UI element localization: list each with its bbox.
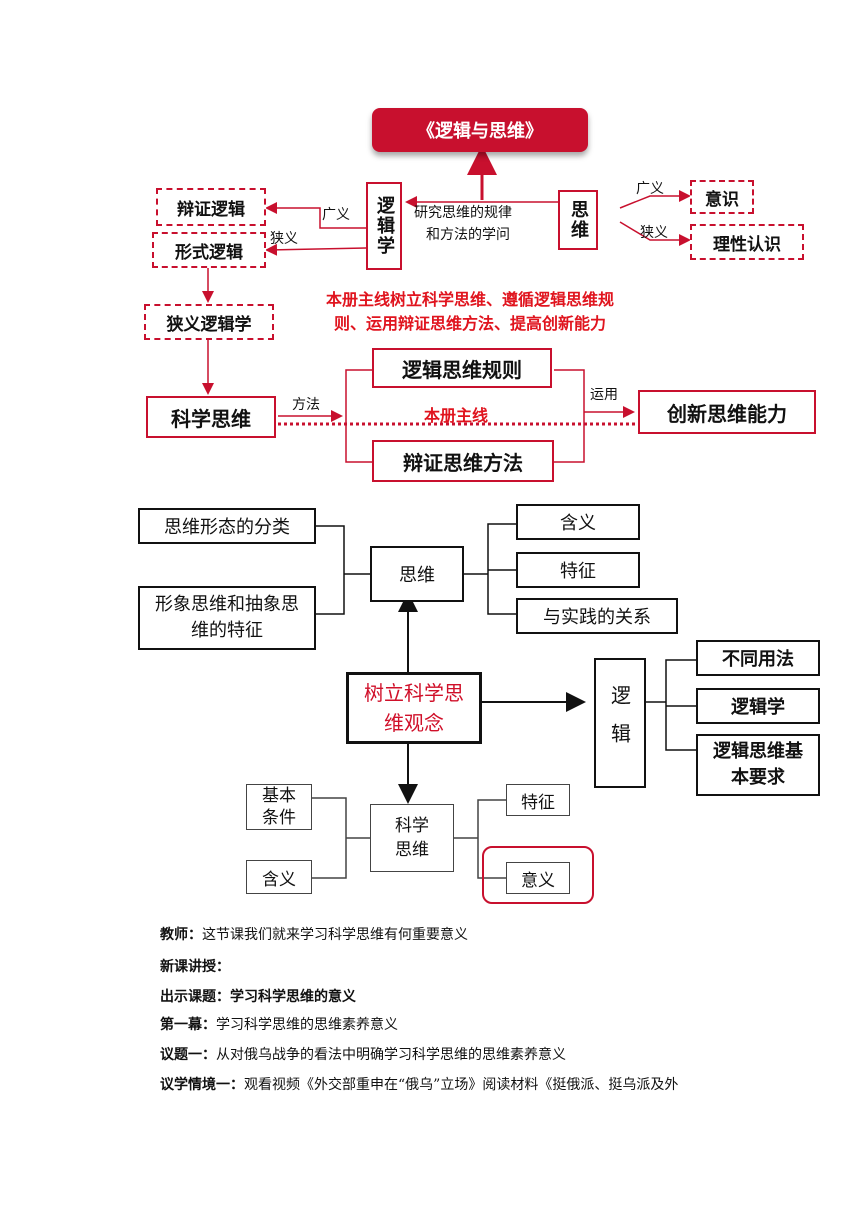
label-method: 方法	[292, 397, 320, 413]
dialectical-logic-box: 辩证逻辑	[156, 188, 266, 226]
logic-box: 逻辑	[594, 658, 646, 788]
logic-label: 逻辑	[607, 685, 632, 761]
diff-usage-box: 不同用法	[696, 640, 820, 676]
center-desc-2: 和方法的学问	[426, 227, 510, 243]
label-apply: 运用	[590, 387, 618, 403]
mainline-text-2: 则、运用辩证思维方法、提高创新能力	[334, 314, 607, 333]
label-narrow-right: 狭义	[640, 225, 668, 241]
classification-box: 思维形态的分类	[138, 508, 316, 544]
feature-box: 特征	[516, 552, 640, 588]
book-mainline-label: 本册主线	[424, 406, 489, 425]
teacher-text: 这节课我们就来学习科学思维有何重要意义	[202, 927, 468, 943]
logic-science-label: 逻辑学	[374, 196, 395, 256]
text-line-topic-one: 议题一：从对俄乌战争的看法中明确学习科学思维的思维素养意义	[160, 1044, 566, 1064]
topic-label: 出示课题：	[160, 989, 230, 1005]
meaning-left-box: 含义	[246, 860, 312, 894]
text-line-act-one: 第一幕：学习科学思维的思维素养意义	[160, 1014, 398, 1034]
scientific-thinking-box: 科学思维	[146, 396, 276, 438]
text-line-new-lesson: 新课讲授：	[160, 956, 230, 976]
logic-science-box: 逻辑学	[366, 182, 402, 270]
center-concept-box: 树立科学思维观念	[346, 672, 482, 744]
basic-conditions-box: 基本条件	[246, 784, 312, 830]
situation-one-label: 议学情境一：	[160, 1077, 244, 1093]
center-desc-1: 研究思维的规律	[414, 205, 512, 221]
new-lesson-label: 新课讲授：	[160, 959, 230, 975]
teacher-label: 教师：	[160, 927, 202, 943]
consciousness-box: 意识	[690, 180, 754, 214]
thinking-box: 思维	[370, 546, 464, 602]
text-line-topic: 出示课题：学习科学思维的意义	[160, 986, 356, 1006]
significance-box: 意义	[506, 862, 570, 894]
logic-rules-box: 逻辑思维规则	[372, 348, 552, 388]
thinking-label-top: 思维	[568, 200, 589, 240]
narrow-logic-box: 狭义逻辑学	[144, 304, 274, 340]
book-title-banner: 《逻辑与思维》	[372, 108, 588, 152]
mainline-text-1: 本册主线树立科学思维、遵循逻辑思维规	[326, 290, 615, 309]
topic-text: 学习科学思维的意义	[230, 989, 356, 1005]
label-broad-left: 广义	[322, 207, 350, 223]
feature-right-box: 特征	[506, 784, 570, 816]
practice-relation-box: 与实践的关系	[516, 598, 678, 634]
scientific-thinking-box-2: 科学思维	[370, 804, 454, 872]
diagram2-connectors	[312, 523, 696, 879]
topic-one-label: 议题一：	[160, 1047, 216, 1063]
text-line-situation-one: 议学情境一：观看视频《外交部重申在“俄乌”立场》阅读材料《挺俄派、挺乌派及外	[160, 1074, 678, 1094]
label-narrow-left: 狭义	[270, 231, 298, 247]
label-broad-right: 广义	[636, 181, 664, 197]
topic-one-text: 从对俄乌战争的看法中明确学习科学思维的思维素养意义	[216, 1047, 566, 1063]
act-one-label: 第一幕：	[160, 1017, 216, 1033]
thinking-box-top: 思维	[558, 190, 598, 250]
rational-cognition-box: 理性认识	[690, 224, 804, 260]
diagram1-connectors	[202, 145, 691, 463]
act-one-text: 学习科学思维的思维素养意义	[216, 1017, 398, 1033]
meaning-box: 含义	[516, 504, 640, 540]
text-line-teacher: 教师：这节课我们就来学习科学思维有何重要意义	[160, 924, 468, 944]
formal-logic-box: 形式逻辑	[152, 232, 266, 268]
innovation-ability-box: 创新思维能力	[638, 390, 816, 434]
logic-requirements-box: 逻辑思维基本要求	[696, 734, 820, 796]
situation-one-text: 观看视频《外交部重申在“俄乌”立场》阅读材料《挺俄派、挺乌派及外	[244, 1077, 679, 1093]
logic-science-box-2: 逻辑学	[696, 688, 820, 724]
dialectic-method-box: 辩证思维方法	[372, 440, 554, 482]
image-abstract-features-box: 形象思维和抽象思维的特征	[138, 586, 316, 650]
significance-highlight	[482, 846, 594, 904]
